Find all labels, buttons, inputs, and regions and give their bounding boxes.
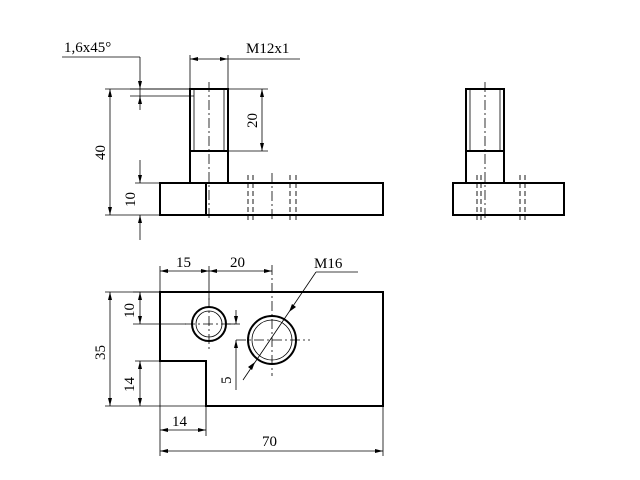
dim-40-label: 40: [93, 145, 109, 160]
dim-14-horizontal-label: 14: [172, 414, 188, 430]
top-dimensions: 15 20 10 35 14 5 14: [93, 255, 384, 456]
dim-10-front-label: 10: [123, 192, 139, 207]
front-view: [159, 82, 384, 220]
thread-large-label: M16: [314, 256, 343, 272]
side-base-block: [452, 182, 565, 216]
front-base-block: [159, 182, 384, 216]
top-outline: [159, 291, 384, 407]
dim-20-vertical-label: 20: [245, 113, 261, 128]
side-view: [452, 82, 565, 220]
dim-35-label: 35: [93, 345, 109, 360]
chamfer-label: 1,6x45°: [64, 40, 111, 56]
top-view: M16: [159, 256, 384, 407]
dim-70-label: 70: [262, 434, 277, 450]
front-dimensions: M12x1 1,6x45° 20 40 10: [62, 40, 300, 240]
dim-10-top-label: 10: [122, 303, 138, 318]
dim-15-label: 15: [176, 255, 191, 271]
dim-14-vertical-label: 14: [122, 377, 138, 393]
dim-5-label: 5: [219, 377, 235, 385]
dim-20-horizontal-label: 20: [230, 255, 245, 271]
thread-small-label: M12x1: [246, 41, 289, 57]
